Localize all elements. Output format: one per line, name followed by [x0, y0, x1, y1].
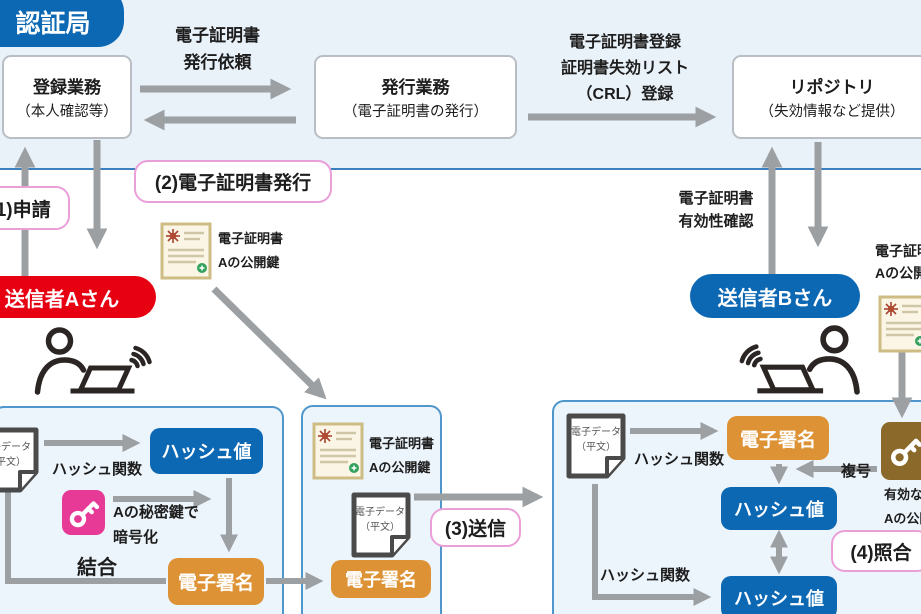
- validity-check-label: 電子証明書 有効性確認: [678, 190, 754, 230]
- registration-title: 登録業務: [33, 78, 101, 97]
- hash-value-box-b-bottom: ハッシュ値: [721, 576, 837, 614]
- repository-box: リポジトリ （失効情報など提供）: [732, 55, 921, 139]
- issuing-subtitle: （電子証明書の発行）: [343, 104, 488, 120]
- hash-function-label-a: ハッシュ関数: [52, 461, 143, 478]
- certificate-b-label: 電子証明書 Aの公開鍵: [875, 243, 921, 282]
- repository-title: リポジトリ: [789, 78, 875, 97]
- issue-request-label: 電子証明書 発行依頼: [175, 26, 260, 73]
- issuing-box: 発行業務 （電子証明書の発行）: [314, 55, 517, 139]
- certificate-icon: [312, 422, 364, 480]
- certificate-send-label: 電子証明書 Aの公開鍵: [369, 436, 435, 476]
- step1-label: (1)申請: [0, 186, 70, 230]
- combine-label: 結合: [77, 557, 117, 579]
- certificate-a-label: 電子証明書 Aの公開鍵: [218, 231, 284, 271]
- crl-label: 電子証明書登録 証明書失効リスト （CRL）登録: [560, 34, 689, 103]
- document-icon: [566, 413, 626, 479]
- line-combine: [5, 492, 166, 584]
- document-a-label: 電子データ （平文）: [0, 442, 31, 468]
- hash-function-label-b-bottom: ハッシュ関数: [600, 567, 691, 584]
- step2-label: (2)電子証明書発行: [134, 160, 332, 203]
- public-key-icon: [881, 422, 921, 480]
- registration-subtitle: （本人確認等）: [16, 104, 118, 120]
- private-key-label: Aの秘密鍵で 暗号化: [113, 504, 199, 546]
- person-laptop-icon-b: [739, 325, 860, 395]
- certificate-icon: [878, 295, 921, 353]
- ca-badge: 認証局: [0, 0, 124, 47]
- document-icon: [0, 427, 39, 493]
- decrypt-label: 複号: [841, 463, 872, 480]
- certificate-icon: [160, 222, 212, 280]
- private-key-icon: [62, 490, 105, 535]
- hash-value-box-a: ハッシュ値: [150, 428, 263, 474]
- signature-box-send: 電子署名: [331, 560, 431, 598]
- step3-label: (3)送信: [430, 508, 521, 547]
- hash-function-label-b-top: ハッシュ関数: [634, 451, 725, 468]
- document-send-label: 電子データ （平文）: [355, 507, 405, 533]
- ca-badge-label: 認証局: [15, 10, 91, 38]
- person-laptop-icon-a: [34, 327, 152, 395]
- arrow-doc-to-hash-bottom: [592, 484, 712, 606]
- issuing-title: 発行業務: [381, 78, 450, 97]
- public-key-label: 有効な Aの公開鍵: [884, 487, 921, 527]
- document-icon: [351, 492, 411, 558]
- repository-subtitle: （失効情報など提供）: [759, 104, 905, 120]
- signature-box-b: 電子署名: [727, 416, 829, 460]
- step4-label: (4)照合: [831, 530, 921, 572]
- registration-box: 登録業務 （本人確認等）: [2, 55, 132, 139]
- sender-a-badge: 送信者Aさん: [0, 276, 156, 318]
- sender-b-badge: 送信者Bさん: [690, 274, 860, 318]
- signature-box-a: 電子署名: [168, 558, 264, 605]
- hash-value-box-b-top: ハッシュ値: [721, 487, 837, 530]
- document-b-label: 電子データ （平文）: [571, 427, 621, 453]
- arrow-cert-to-send-panel: [211, 286, 327, 400]
